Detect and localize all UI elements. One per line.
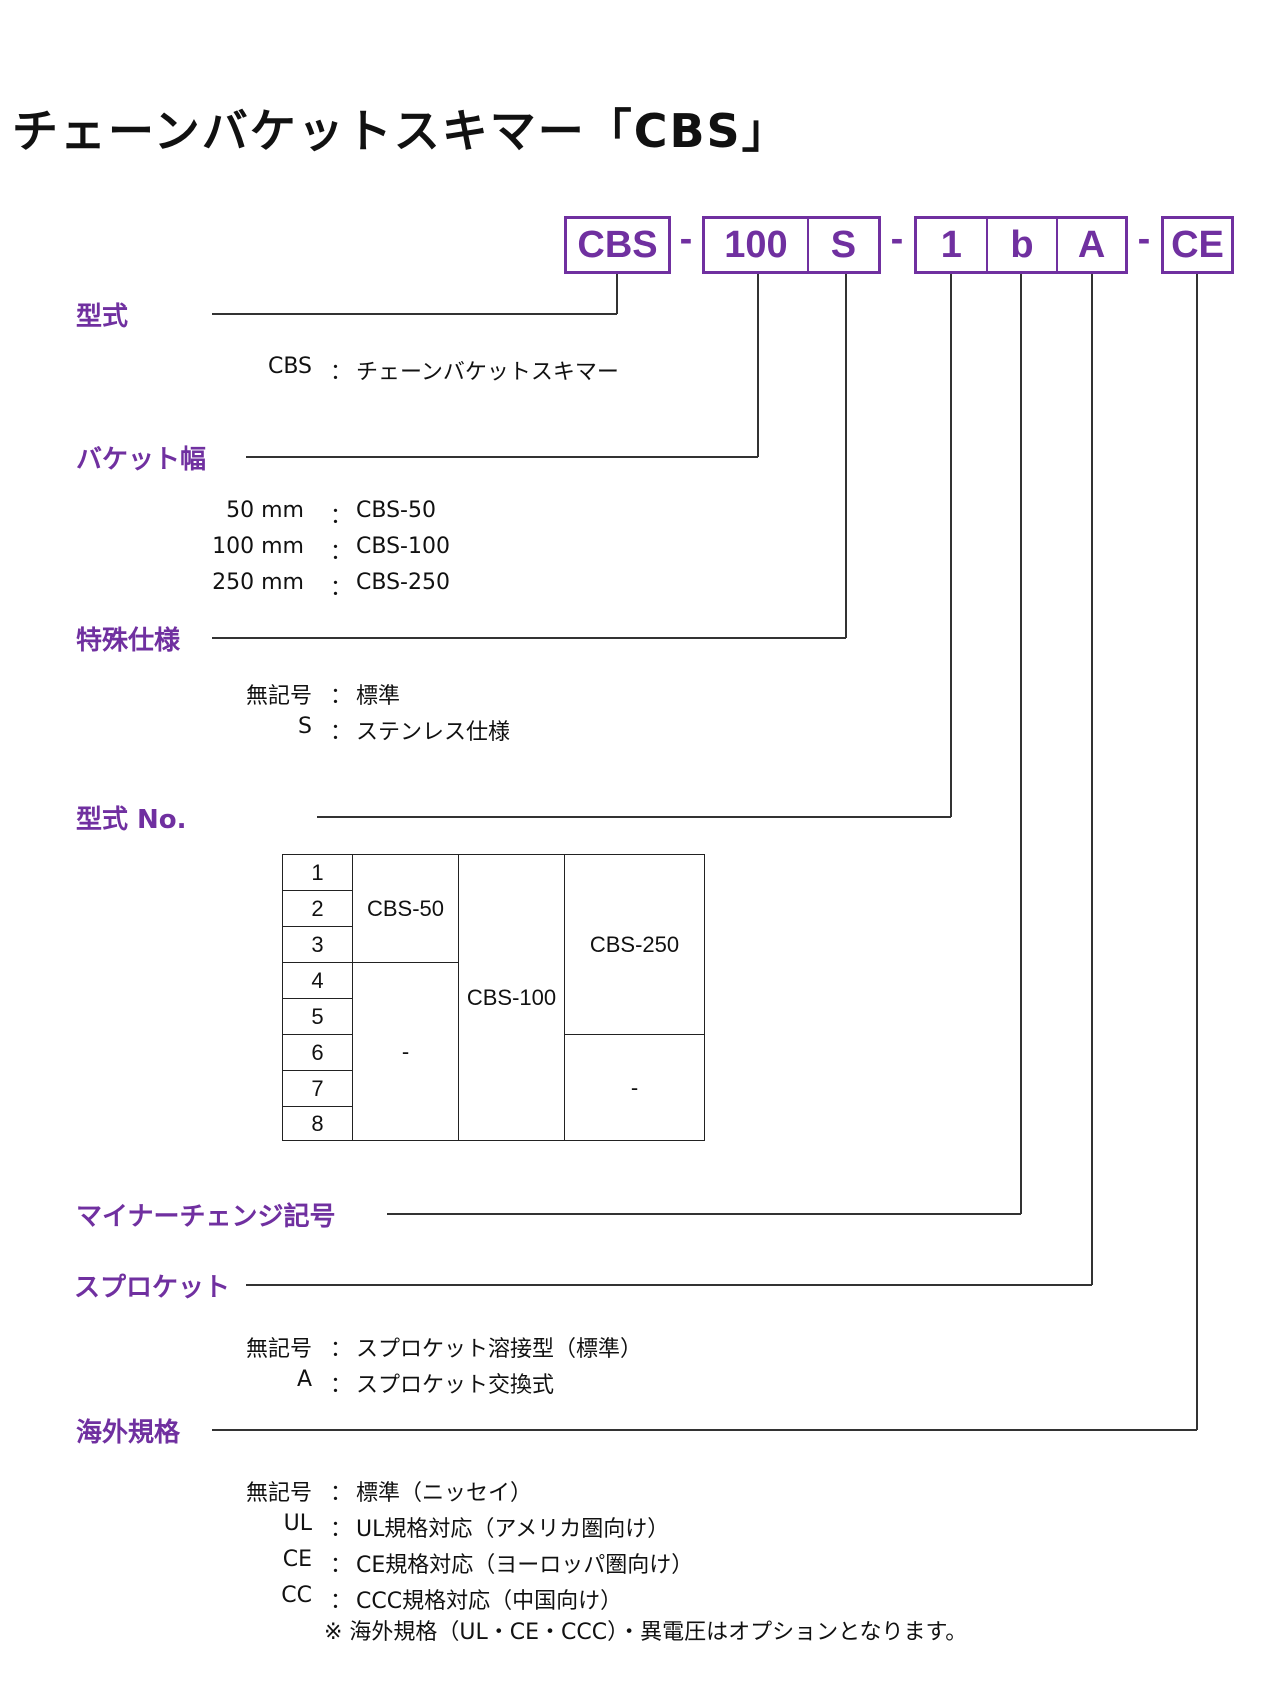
- code-segment-sprocket: A: [1056, 219, 1125, 271]
- section-heading-sprocket: スプロケット: [74, 1273, 231, 1303]
- connector-model-no-v: [950, 274, 952, 817]
- section-heading-minor: マイナーチェンジ記号: [76, 1202, 336, 1232]
- spec-colon: ：: [330, 576, 353, 601]
- overseas-note: ※ 海外規格（UL・CE・CCC）・異電圧はオプションとなります。: [324, 1620, 968, 1645]
- spec-colon: ：: [330, 1517, 353, 1542]
- table-cell-cbs250-none: -: [564, 1034, 705, 1141]
- code-segment-minor: b: [985, 219, 1057, 271]
- spec-value: CE規格対応（ヨーロッパ圏向け）: [356, 1553, 694, 1578]
- spec-value: CBS-100: [356, 534, 450, 559]
- connector-model-v: [616, 274, 618, 314]
- table-cell-number: 6: [282, 1034, 353, 1071]
- spec-colon: ：: [330, 1337, 353, 1362]
- code-box-width-special: 100 S: [702, 216, 881, 274]
- section-heading-model-no: 型式 No.: [76, 805, 187, 835]
- spec-colon: ：: [330, 1481, 353, 1506]
- spec-colon: ：: [330, 720, 353, 745]
- spec-colon: ：: [330, 1373, 353, 1398]
- spec-key: S: [298, 714, 312, 739]
- spec-colon: ：: [330, 540, 353, 565]
- connector-model-no-h: [317, 816, 951, 818]
- spec-key: CE: [282, 1547, 312, 1572]
- spec-value: 標準: [356, 684, 401, 709]
- code-box-model: CBS: [564, 216, 671, 274]
- spec-value: スプロケット溶接型（標準）: [356, 1337, 643, 1362]
- spec-value: スプロケット交換式: [356, 1373, 555, 1398]
- table-cell-number: 2: [282, 890, 353, 927]
- spec-colon: ：: [330, 684, 353, 709]
- spec-key: 100 mm: [212, 534, 304, 559]
- code-segment-overseas: CE: [1171, 223, 1224, 266]
- spec-value: CBS-50: [356, 498, 436, 523]
- connector-sprocket-h: [246, 1284, 1092, 1286]
- section-heading-overseas: 海外規格: [76, 1418, 181, 1448]
- model-no-table: 1 2 3 4 5 6 7 8 CBS-50 - CBS-100 CBS-250…: [282, 854, 705, 1141]
- table-cell-cbs50-none: -: [352, 962, 459, 1141]
- section-heading-model: 型式: [76, 302, 129, 332]
- connector-model-h: [212, 313, 617, 315]
- spec-colon: ：: [330, 360, 353, 385]
- spec-value: ステンレス仕様: [356, 720, 511, 745]
- section-heading-width: バケット幅: [76, 445, 207, 475]
- spec-key: 250 mm: [212, 570, 304, 595]
- table-cell-number: 3: [282, 926, 353, 963]
- spec-colon: ：: [330, 1553, 353, 1578]
- spec-colon: ：: [330, 504, 353, 529]
- connector-special-h: [212, 637, 846, 639]
- code-segment-width: 100: [724, 223, 788, 266]
- table-cell-cbs50: CBS-50: [352, 854, 459, 963]
- connector-width-v: [757, 274, 759, 457]
- table-cell-cbs100: CBS-100: [458, 854, 565, 1141]
- code-separator: -: [679, 218, 693, 260]
- code-segment-model-no: 1: [940, 223, 962, 266]
- code-segment-special: S: [806, 219, 878, 271]
- table-cell-number: 1: [282, 854, 353, 891]
- spec-value: CCC規格対応（中国向け）: [356, 1589, 623, 1614]
- spec-value: CBS-250: [356, 570, 450, 595]
- spec-value: チェーンバケットスキマー: [356, 360, 619, 385]
- spec-key: CC: [281, 1583, 312, 1608]
- connector-sprocket-v: [1091, 274, 1093, 1285]
- spec-colon: ：: [330, 1589, 353, 1614]
- spec-key: 無記号: [245, 684, 312, 709]
- spec-key: 無記号: [245, 1337, 312, 1362]
- code-segment-cbs: CBS: [577, 223, 658, 266]
- spec-key: 50 mm: [226, 498, 304, 523]
- code-separator: -: [890, 218, 904, 260]
- code-separator: -: [1137, 218, 1151, 260]
- connector-overseas-h: [212, 1429, 1197, 1431]
- connector-special-v: [845, 274, 847, 638]
- table-cell-number: 7: [282, 1070, 353, 1107]
- connector-minor-v: [1020, 274, 1022, 1214]
- spec-key: UL: [283, 1511, 312, 1536]
- spec-value: 標準（ニッセイ）: [356, 1481, 533, 1506]
- connector-width-h: [246, 456, 758, 458]
- spec-key: CBS: [267, 354, 312, 379]
- page-title: チェーンバケットスキマー「CBS」: [12, 104, 790, 158]
- table-cell-number: 5: [282, 998, 353, 1035]
- section-heading-special: 特殊仕様: [76, 626, 181, 656]
- spec-key: 無記号: [245, 1481, 312, 1506]
- table-cell-number: 4: [282, 962, 353, 999]
- connector-minor-h: [387, 1213, 1021, 1215]
- spec-key: A: [296, 1367, 312, 1392]
- table-cell-cbs250: CBS-250: [564, 854, 705, 1035]
- table-cell-number: 8: [282, 1106, 353, 1141]
- code-box-model-no: 1 b A: [914, 216, 1128, 274]
- code-box-overseas: CE: [1161, 216, 1234, 274]
- connector-overseas-v: [1196, 274, 1198, 1430]
- spec-value: UL規格対応（アメリカ圏向け）: [356, 1517, 670, 1542]
